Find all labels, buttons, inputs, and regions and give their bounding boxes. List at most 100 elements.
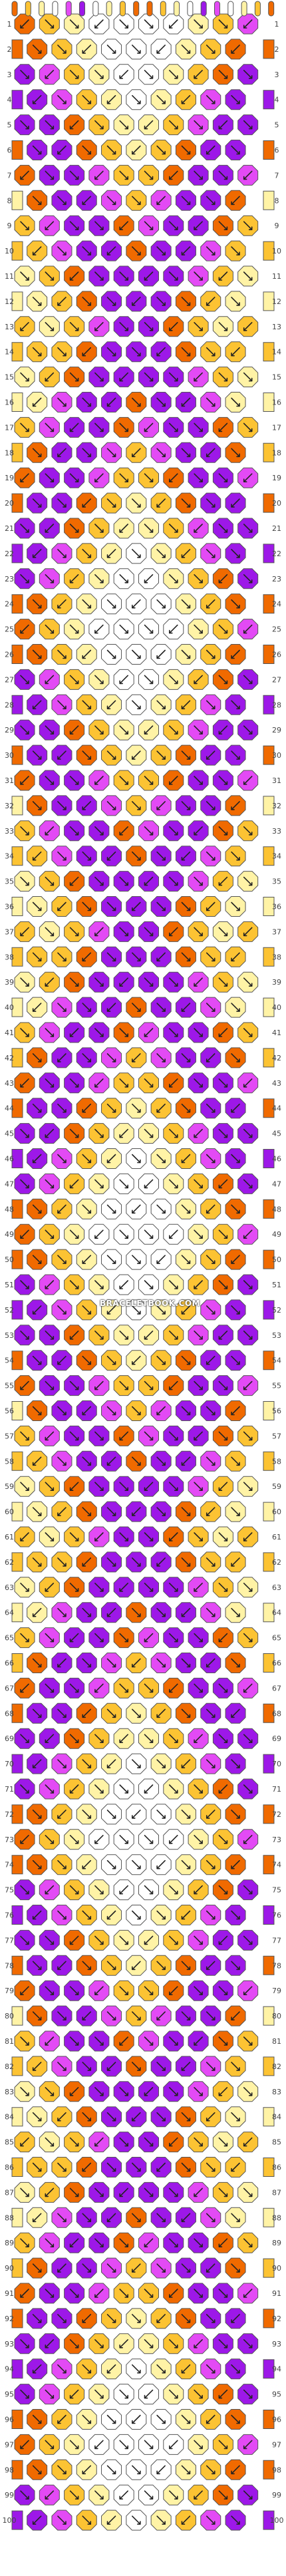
knot xyxy=(212,971,233,993)
knot xyxy=(76,1955,97,1976)
knot xyxy=(237,316,259,337)
row-number-left: 1 xyxy=(7,20,12,29)
knot xyxy=(212,2030,233,2052)
knot xyxy=(51,2257,72,2279)
knot xyxy=(150,1400,172,1421)
knot xyxy=(188,316,209,337)
knot xyxy=(175,2106,196,2128)
knot xyxy=(39,2484,60,2505)
row-number-right: 70 xyxy=(272,1760,281,1768)
knot xyxy=(101,190,122,211)
row-number-right: 8 xyxy=(275,196,279,205)
knot xyxy=(39,1173,60,1194)
knot xyxy=(175,2409,196,2430)
knot xyxy=(237,1425,259,1446)
knot xyxy=(200,1198,221,1219)
knot xyxy=(138,770,159,791)
knot xyxy=(237,1375,259,1396)
knot xyxy=(175,694,196,715)
row-number-left: 12 xyxy=(5,297,14,306)
knot xyxy=(64,164,85,186)
knot xyxy=(51,2056,72,2077)
knot xyxy=(200,1653,221,1673)
knot xyxy=(14,820,35,842)
knot xyxy=(113,1425,134,1446)
row-number-left: 68 xyxy=(5,1709,14,1718)
knot xyxy=(225,1551,246,1573)
knot xyxy=(88,1577,110,1598)
row-number-left: 63 xyxy=(5,1583,14,1592)
knot xyxy=(126,1148,147,1169)
knot xyxy=(225,694,246,715)
knot xyxy=(101,2409,122,2430)
knot xyxy=(51,2106,72,2128)
knot xyxy=(113,416,134,438)
knot xyxy=(212,265,233,287)
edge-knot xyxy=(11,1552,23,1572)
knot xyxy=(88,2132,110,2153)
knot xyxy=(225,1400,246,1421)
row-number-left: 100 xyxy=(3,2516,17,2525)
row-number-left: 90 xyxy=(5,2264,14,2273)
knot xyxy=(64,265,85,287)
knot xyxy=(126,2157,147,2177)
knot xyxy=(88,1072,110,1094)
knot xyxy=(101,140,122,160)
knot xyxy=(212,316,233,337)
knot xyxy=(225,1450,246,1472)
knot xyxy=(188,2232,209,2253)
knot xyxy=(126,1299,147,1321)
edge-knot xyxy=(263,1199,275,1219)
knot xyxy=(188,2283,209,2304)
knot xyxy=(14,1375,35,1396)
row-number-left: 16 xyxy=(5,399,14,407)
knot xyxy=(101,492,122,514)
string-start xyxy=(227,1,234,17)
knot xyxy=(101,1955,122,1976)
edge-knot xyxy=(263,1905,275,1925)
edge-knot xyxy=(263,1653,275,1673)
knot xyxy=(64,871,85,892)
edge-knot xyxy=(11,190,23,210)
knot xyxy=(188,1274,209,1295)
knot xyxy=(39,1677,60,1698)
row-number-left: 54 xyxy=(5,1357,14,1365)
edge-knot xyxy=(11,291,23,311)
knot xyxy=(27,1905,48,1925)
knot xyxy=(27,2358,48,2380)
knot xyxy=(150,291,172,312)
knot xyxy=(113,1325,134,1346)
knot xyxy=(188,1980,209,2001)
row-number-right: 24 xyxy=(272,600,281,609)
row-number-left: 15 xyxy=(5,373,14,382)
knot xyxy=(27,896,48,917)
edge-knot xyxy=(263,1754,275,1774)
knot xyxy=(225,795,246,816)
row-number-right: 56 xyxy=(272,1407,281,1416)
knot xyxy=(88,164,110,186)
knot xyxy=(175,1299,196,1321)
knot xyxy=(39,2333,60,2354)
edge-knot xyxy=(263,745,275,765)
row-number-right: 47 xyxy=(272,1180,281,1188)
knot xyxy=(200,997,221,1018)
knot xyxy=(14,1980,35,2001)
row-number-left: 50 xyxy=(5,1255,14,1264)
knot xyxy=(175,2308,196,2329)
knot xyxy=(64,13,85,35)
row-number-left: 61 xyxy=(5,1533,14,1541)
knot xyxy=(200,1551,221,1573)
knot xyxy=(101,744,122,766)
string-start xyxy=(25,1,31,17)
edge-knot xyxy=(11,1048,23,1068)
knot xyxy=(188,416,209,438)
row-number-left: 46 xyxy=(5,1155,14,1164)
knot xyxy=(138,2333,159,2354)
knot xyxy=(14,2333,35,2354)
row-number-left: 55 xyxy=(5,1382,14,1390)
knot xyxy=(88,1677,110,1698)
knot xyxy=(138,1526,159,1547)
knot xyxy=(101,1804,122,1825)
knot xyxy=(113,2283,134,2304)
edge-knot xyxy=(11,2410,23,2429)
